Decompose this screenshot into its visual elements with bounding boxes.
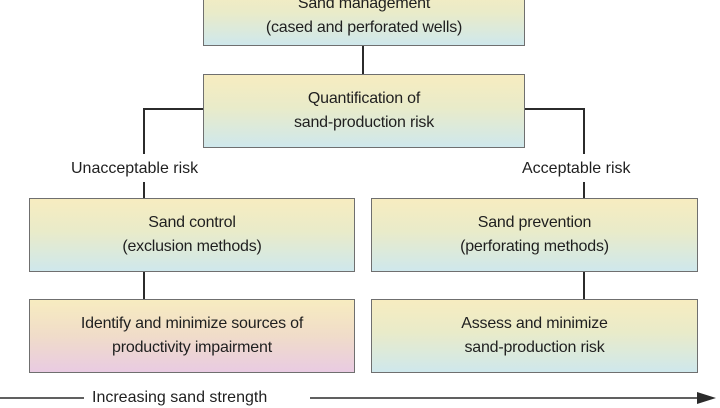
assess-risk-line2: sand-production risk — [464, 339, 605, 356]
quantification-box: Quantification of sand-production risk — [203, 74, 525, 148]
sand-control-line2: (exclusion methods) — [122, 238, 262, 255]
connector-right-bottom — [583, 272, 585, 299]
assess-risk-line1: Assess and minimize — [461, 315, 608, 332]
sand-management-box: Sand management (cased and perforated we… — [203, 0, 525, 46]
acceptable-risk-label: Acceptable risk — [522, 160, 631, 177]
connector-left-horizontal — [143, 108, 205, 110]
sand-prevention-box: Sand prevention (perforating methods) — [371, 198, 698, 272]
assess-risk-box: Assess and minimize sand-production risk — [371, 299, 698, 373]
identify-impairment-box: Identify and minimize sources of product… — [29, 299, 355, 373]
identify-impairment-line2: productivity impairment — [112, 339, 272, 356]
axis-arrowhead — [697, 392, 716, 404]
sand-prevention-line1: Sand prevention — [477, 214, 592, 231]
unacceptable-risk-label: Unacceptable risk — [71, 160, 199, 177]
connector-right-vertical-lower — [583, 182, 585, 198]
sand-management-line2: (cased and perforated wells) — [265, 19, 463, 36]
connector-left-vertical-upper — [143, 108, 145, 154]
connector-right-vertical-upper — [583, 108, 585, 154]
connector-left-bottom — [143, 272, 145, 299]
identify-impairment-line1: Identify and minimize sources of — [80, 315, 304, 332]
connector-left-vertical-lower — [143, 182, 145, 198]
sand-management-line1: Sand management — [297, 0, 431, 12]
increasing-sand-strength-label: Increasing sand strength — [92, 389, 268, 406]
connector-top — [362, 46, 364, 74]
quantification-line1: Quantification of — [307, 90, 421, 107]
sand-control-box: Sand control (exclusion methods) — [29, 198, 355, 272]
sand-control-line1: Sand control — [148, 214, 236, 231]
connector-right-horizontal — [525, 108, 585, 110]
quantification-line2: sand-production risk — [293, 114, 435, 131]
sand-prevention-line2: (perforating methods) — [460, 238, 609, 255]
